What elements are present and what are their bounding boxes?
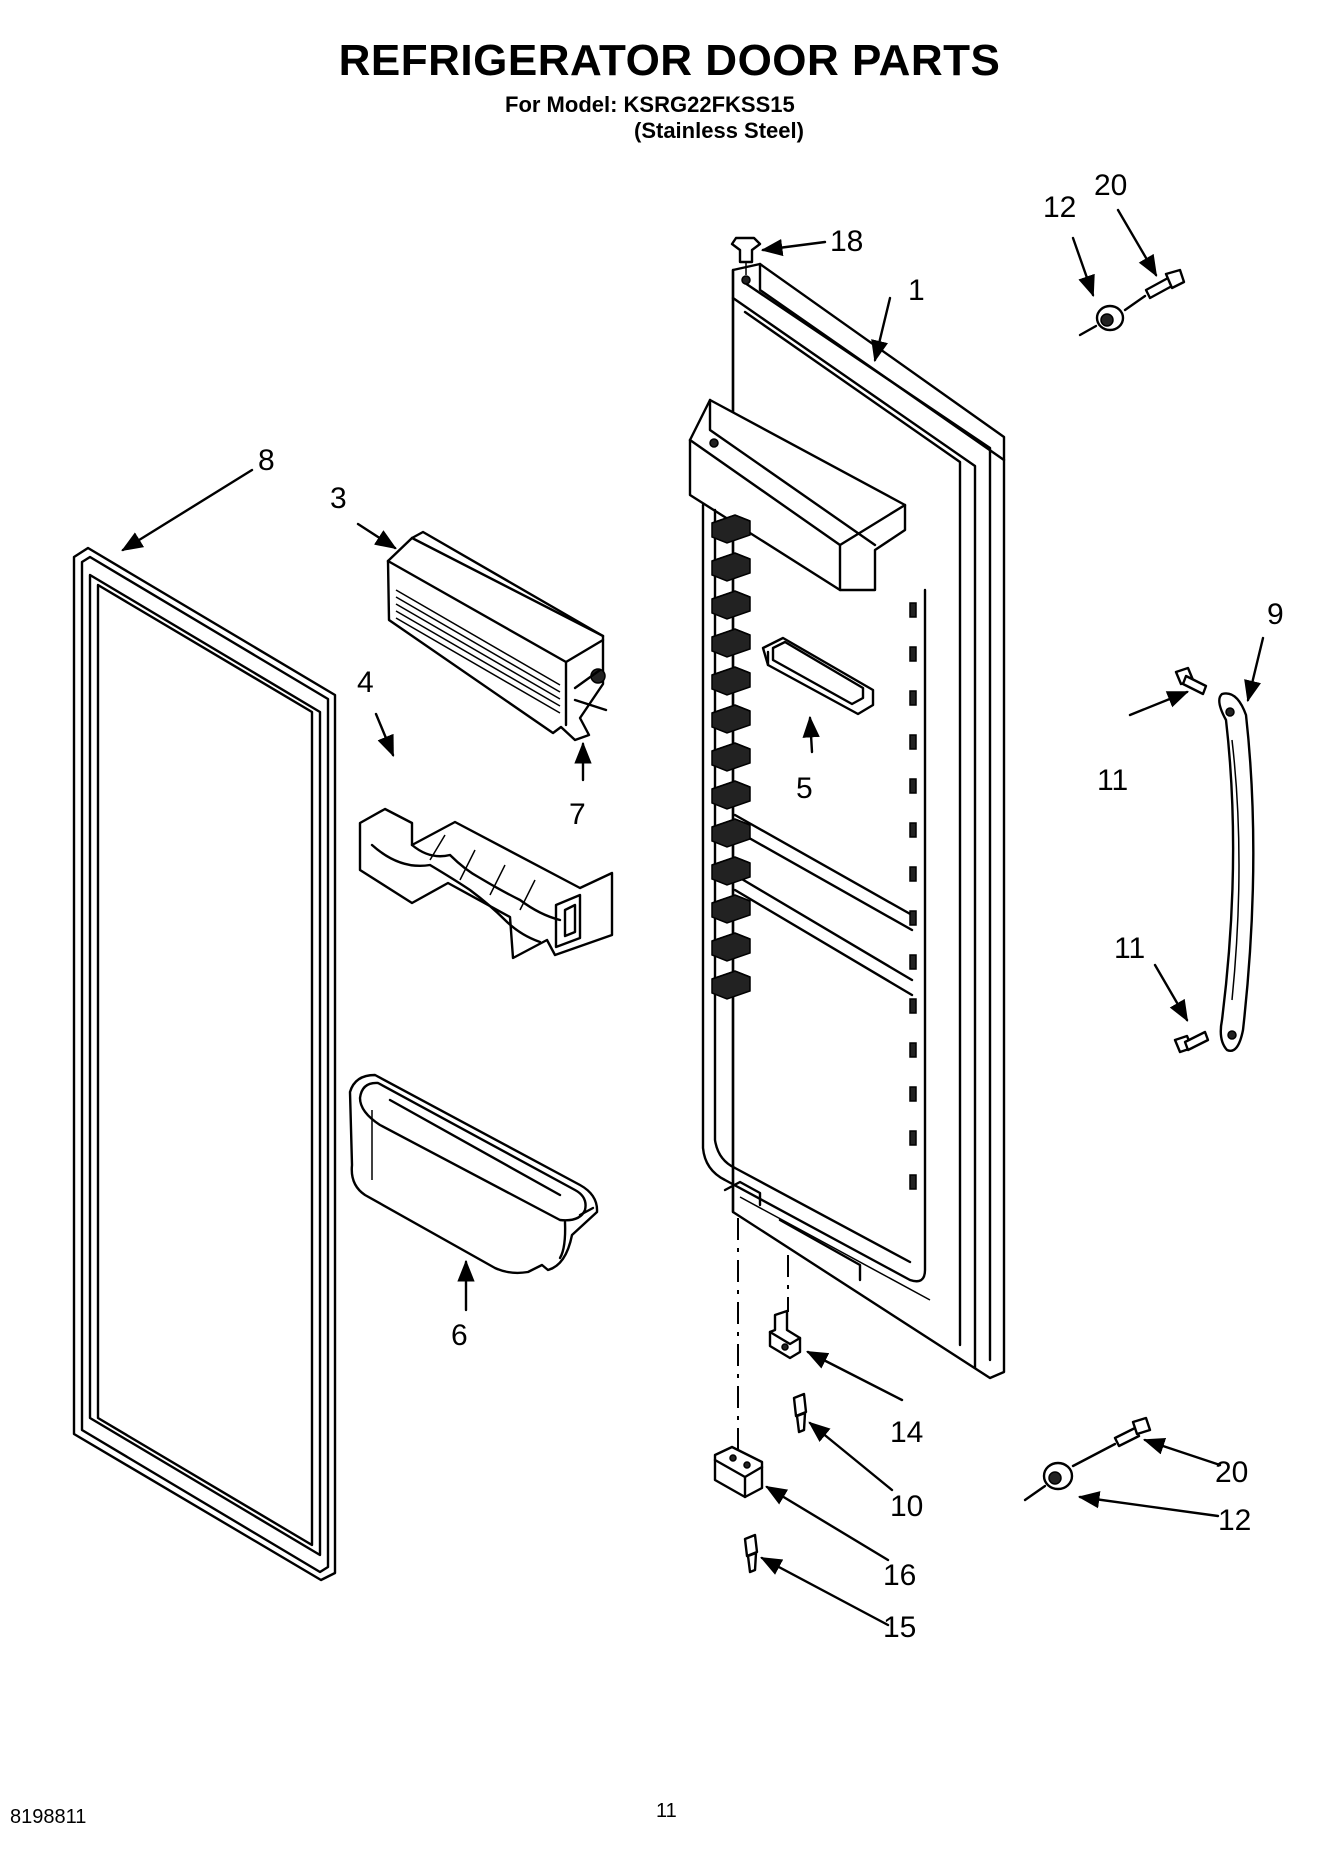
shelf-dimple	[909, 602, 917, 618]
shelf-tab-edge	[711, 704, 751, 714]
callout-11-upper: 11	[1097, 764, 1128, 797]
callout-8: 8	[258, 444, 275, 477]
bushing-screw-top-part	[1078, 268, 1186, 337]
shelf-tab-edge	[711, 590, 751, 600]
shelf-dimple	[909, 1042, 917, 1058]
shelf-dimple	[909, 1086, 917, 1102]
shelf-tab-edge	[711, 628, 751, 638]
liner-shelf-dimples	[909, 602, 917, 1190]
liner-shelf-tabs	[711, 514, 751, 1000]
model-line: For Model: KSRG22FKSS15	[505, 92, 795, 117]
callout-6: 6	[451, 1319, 468, 1352]
callout-14: 14	[890, 1416, 923, 1449]
shelf-dimple	[909, 734, 917, 750]
shelf-dimple	[909, 866, 917, 882]
door-liner-part	[688, 262, 1006, 1380]
shelf-dimple	[909, 822, 917, 838]
page-number: 11	[656, 1800, 677, 1822]
shelf-tab-edge	[711, 970, 751, 980]
door-bin-part	[348, 1073, 599, 1275]
leader-arrows	[121, 208, 1265, 1627]
screw-15-part	[743, 1533, 759, 1574]
shelf-tab-edge	[711, 856, 751, 866]
shelf-dimple	[909, 1174, 917, 1190]
callout-11-lower: 11	[1114, 932, 1145, 965]
shelf-tab-edge	[711, 666, 751, 676]
callout-12-bottom: 12	[1218, 1504, 1251, 1537]
document-number: 8198811	[10, 1806, 87, 1828]
handle-screw-lower-part	[1173, 1030, 1210, 1054]
handle-screw-upper-part	[1174, 666, 1208, 696]
shelf-tab-edge	[711, 514, 751, 524]
dairy-cover-part	[386, 530, 608, 742]
shelf-tab-edge	[711, 932, 751, 942]
shelf-dimple	[909, 646, 917, 662]
small-tray-part	[761, 636, 875, 716]
shelf-dimple	[909, 690, 917, 706]
callout-16: 16	[883, 1559, 916, 1592]
callout-18: 18	[830, 225, 863, 258]
callout-4: 4	[357, 666, 374, 699]
shelf-tab-edge	[711, 780, 751, 790]
screw-10-part	[792, 1392, 808, 1434]
page-title: REFRIGERATOR DOOR PARTS	[338, 36, 1001, 85]
shelf-tab-edge	[711, 818, 751, 828]
finish-line: (Stainless Steel)	[634, 118, 804, 143]
shelf-tab-edge	[711, 552, 751, 562]
door-handle-part	[1218, 692, 1255, 1052]
bushing-screw-bottom-part	[1023, 1416, 1152, 1502]
shelf-dimple	[909, 910, 917, 926]
callout-20-bottom: 20	[1215, 1456, 1248, 1489]
callout-15: 15	[883, 1611, 916, 1644]
callout-5: 5	[796, 772, 813, 805]
callout-9: 9	[1267, 598, 1284, 631]
callout-10: 10	[890, 1490, 923, 1523]
shelf-dimple	[909, 1130, 917, 1146]
callout-20-top: 20	[1094, 169, 1127, 202]
shelf-tab-edge	[711, 894, 751, 904]
shelf-dimple	[909, 954, 917, 970]
top-plug-part	[730, 236, 762, 285]
shelf-tab-edge	[711, 742, 751, 752]
callout-12-top: 12	[1043, 191, 1076, 224]
egg-tray-part	[358, 807, 614, 960]
hinge-pin-part	[768, 1309, 802, 1360]
callout-7: 7	[569, 798, 586, 831]
callout-1: 1	[908, 274, 925, 307]
callout-3: 3	[330, 482, 347, 515]
shelf-dimple	[909, 778, 917, 794]
hinge-bracket-part	[713, 1445, 764, 1499]
door-gasket-part	[72, 546, 337, 1582]
shelf-dimple	[909, 998, 917, 1014]
